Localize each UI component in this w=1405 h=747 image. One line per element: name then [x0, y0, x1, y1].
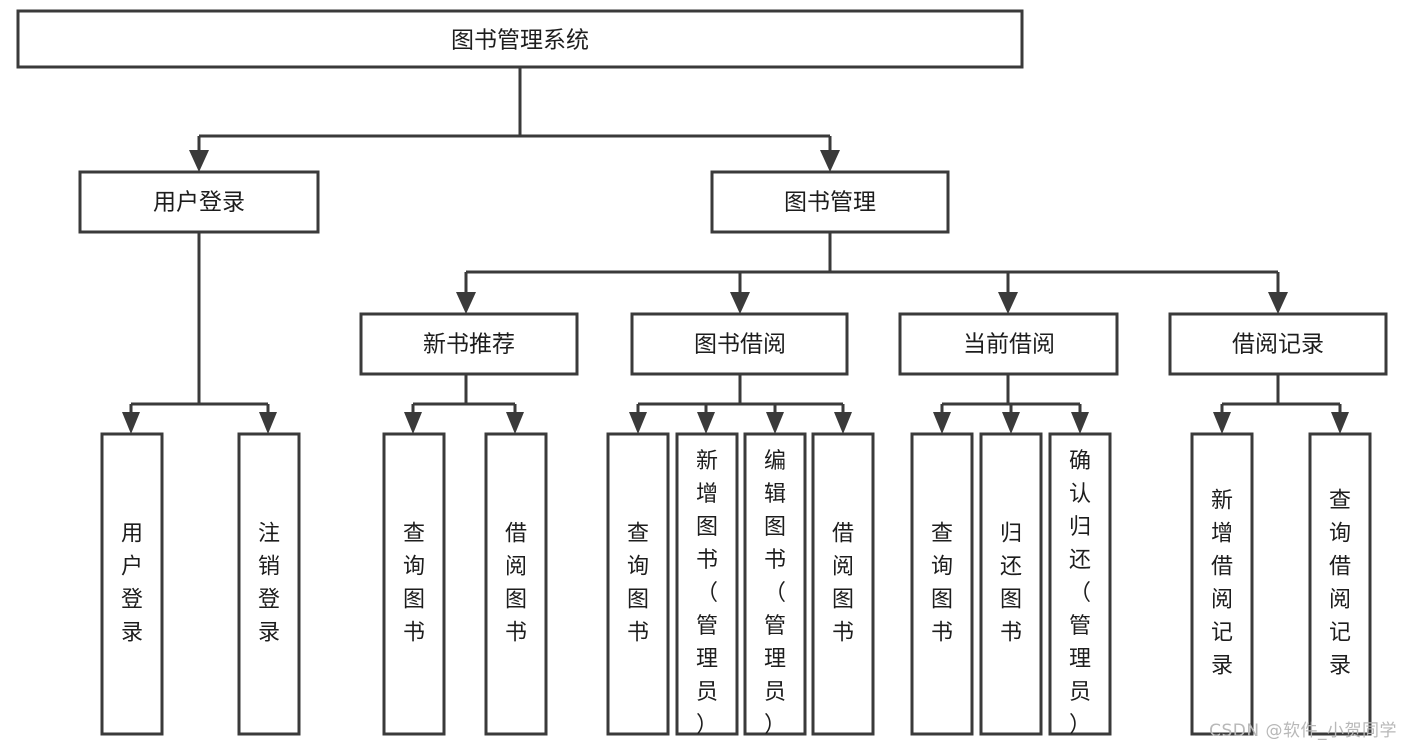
node-new-book-recommend-label: 新书推荐: [423, 332, 515, 358]
leaf-query-book-1[interactable]: 查询图书: [382, 432, 446, 736]
leaf-query-borrow-record-label: 查询借阅记录: [1329, 489, 1351, 679]
node-book-manage-label: 图书管理: [784, 190, 876, 216]
arrow-current-leaf2-icon: [1002, 412, 1020, 434]
arrow-record-leaf1-icon: [1213, 412, 1231, 434]
leaf-query-book-3[interactable]: 查询图书: [910, 432, 974, 736]
leaf-borrow-book-1-box[interactable]: [484, 432, 548, 736]
leaf-user-login[interactable]: 用户登录: [100, 432, 164, 736]
leaf-add-borrow-record[interactable]: 新增借阅记录: [1190, 432, 1254, 736]
arrow-to-borrow-icon: [730, 292, 750, 314]
leaf-confirm-return-admin[interactable]: 确认归还（管理员）: [1048, 432, 1112, 738]
node-book-manage[interactable]: 图书管理: [710, 170, 950, 234]
arrow-borrow-leaf4-icon: [834, 412, 852, 434]
leaf-edit-book-admin-box[interactable]: [743, 432, 807, 736]
leaf-return-book[interactable]: 归还图书: [979, 432, 1043, 736]
node-user-login-box[interactable]: [78, 170, 320, 234]
node-book-borrow[interactable]: 图书借阅: [630, 312, 849, 376]
leaf-logout[interactable]: 注销登录: [237, 432, 301, 736]
node-borrow-record[interactable]: 借阅记录: [1168, 312, 1388, 376]
leaf-query-borrow-record-box[interactable]: [1308, 432, 1372, 736]
leaf-add-borrow-record-label: 新增借阅记录: [1211, 489, 1233, 679]
arrow-userlogin-leaf2-icon: [259, 412, 277, 434]
leaf-user-login-label: 用户登录: [121, 522, 143, 646]
arrow-to-newbook-icon: [456, 292, 476, 314]
leaf-confirm-return-admin-box[interactable]: [1048, 432, 1112, 736]
leaf-query-book-3-box[interactable]: [910, 432, 974, 736]
leaf-add-book-admin[interactable]: 新增图书（管理员）: [675, 432, 739, 738]
leaf-edit-book-admin[interactable]: 编辑图书（管理员）: [743, 432, 807, 738]
arrow-borrow-leaf3-icon: [766, 412, 784, 434]
leaf-return-book-box[interactable]: [979, 432, 1043, 736]
leaf-add-book-admin-label: 新增图书（管理员）: [696, 449, 718, 738]
leaf-query-book-3-label: 查询图书: [931, 522, 953, 646]
arrow-newbook-leaf2-icon: [506, 412, 524, 434]
leaf-query-book-1-label: 查询图书: [403, 522, 425, 646]
leaf-borrow-book-1[interactable]: 借阅图书: [484, 432, 548, 736]
node-current-borrow-box[interactable]: [898, 312, 1119, 376]
leaf-query-borrow-record[interactable]: 查询借阅记录: [1308, 432, 1372, 736]
leaf-return-book-label: 归还图书: [1000, 522, 1022, 646]
node-new-book-recommend-box[interactable]: [359, 312, 579, 376]
node-user-login[interactable]: 用户登录: [78, 170, 320, 234]
leaf-borrow-book-2[interactable]: 借阅图书: [811, 432, 875, 736]
node-book-borrow-label: 图书借阅: [694, 332, 786, 358]
leaf-query-book-2-label: 查询图书: [627, 522, 649, 646]
node-borrow-record-label: 借阅记录: [1232, 332, 1324, 358]
node-new-book-recommend[interactable]: 新书推荐: [359, 312, 579, 376]
leaf-borrow-book-1-label: 借阅图书: [505, 522, 527, 646]
arrow-current-leaf3-icon: [1071, 412, 1089, 434]
arrow-current-leaf1-icon: [933, 412, 951, 434]
leaf-add-borrow-record-box[interactable]: [1190, 432, 1254, 736]
arrow-newbook-leaf1-icon: [404, 412, 422, 434]
arrow-record-leaf2-icon: [1331, 412, 1349, 434]
leaf-logout-label: 注销登录: [258, 522, 280, 646]
leaf-confirm-return-admin-label: 确认归还（管理员）: [1069, 449, 1091, 738]
leaf-logout-box[interactable]: [237, 432, 301, 736]
arrow-to-user-login-icon: [189, 150, 209, 172]
node-user-login-label: 用户登录: [153, 190, 245, 216]
arrow-to-book-manage-icon: [820, 150, 840, 172]
node-root-label: 图书管理系统: [451, 28, 589, 54]
node-current-borrow[interactable]: 当前借阅: [898, 312, 1119, 376]
leaf-borrow-book-2-box[interactable]: [811, 432, 875, 736]
leaf-query-book-2-box[interactable]: [606, 432, 670, 736]
leaf-user-login-box[interactable]: [100, 432, 164, 736]
edge-layer: [122, 67, 1349, 434]
arrow-userlogin-leaf1-icon: [122, 412, 140, 434]
arrow-to-current-icon: [998, 292, 1018, 314]
leaf-add-book-admin-box[interactable]: [675, 432, 739, 736]
leaf-query-book-2[interactable]: 查询图书: [606, 432, 670, 736]
arrow-borrow-leaf2-icon: [697, 412, 715, 434]
leaf-query-book-1-box[interactable]: [382, 432, 446, 736]
leaf-borrow-book-2-label: 借阅图书: [832, 522, 854, 646]
node-current-borrow-label: 当前借阅: [963, 332, 1055, 358]
arrow-to-record-icon: [1268, 292, 1288, 314]
node-root-box[interactable]: [16, 9, 1024, 69]
node-book-borrow-box[interactable]: [630, 312, 849, 376]
node-root[interactable]: 图书管理系统: [16, 9, 1024, 69]
node-book-manage-box[interactable]: [710, 170, 950, 234]
node-borrow-record-box[interactable]: [1168, 312, 1388, 376]
arrow-borrow-leaf1-icon: [629, 412, 647, 434]
leaf-edit-book-admin-label: 编辑图书（管理员）: [764, 449, 786, 738]
